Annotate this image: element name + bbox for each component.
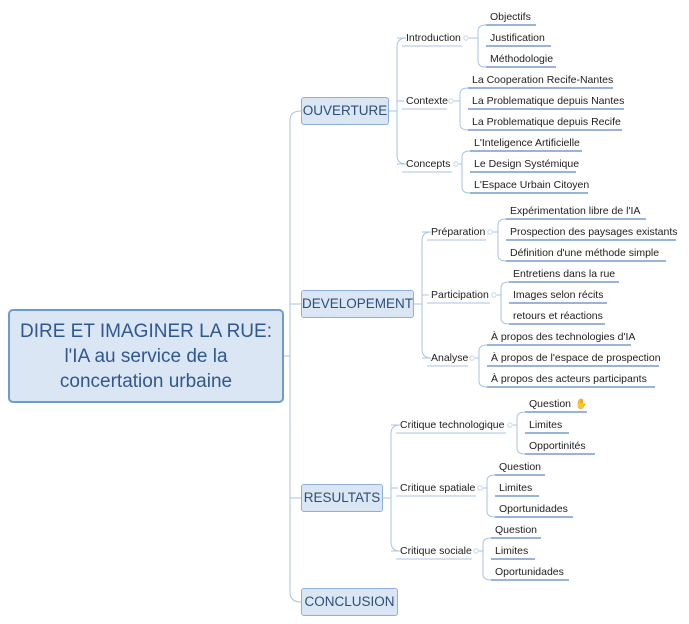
leaf-problematique-nantes[interactable]: La Problematique depuis Nantes <box>472 95 625 107</box>
leaf-prospection[interactable]: Prospection des paysages existants <box>510 226 678 238</box>
leaf-question-sociale[interactable]: Question <box>495 524 538 536</box>
central-title-line-1: DIRE ET IMAGINER LA RUE: <box>20 320 272 342</box>
main-topic-ouverture[interactable]: OUVERTURE <box>301 97 389 125</box>
connector-bracket-0-0 <box>477 24 487 68</box>
leaf-question-tech-label: Question <box>529 398 572 410</box>
collapse-dot-0-2 <box>453 161 459 167</box>
subtopic-critique-spatiale[interactable]: Critique spatiale <box>400 482 476 494</box>
leaf-question-spatiale[interactable]: Question <box>499 461 542 473</box>
connector-bracket-2-0 <box>516 411 526 455</box>
leaf-objectifs[interactable]: Objectifs <box>490 11 531 23</box>
leaf-definition[interactable]: Définition d'une méthode simple <box>510 247 660 259</box>
leaf-apropos-espace[interactable]: À propos de l'espace de prospection <box>491 352 661 364</box>
leaf-oportunidades-sociale[interactable]: Oportunidades <box>495 566 564 578</box>
subtopic-introduction[interactable]: Introduction <box>406 32 461 44</box>
subtopic-critique-technologique[interactable]: Critique technologique <box>400 419 505 431</box>
leaf-inteligence-artificielle[interactable]: L'Inteligence Artificielle <box>474 137 580 149</box>
leaf-question-tech[interactable]: Question✋ <box>529 397 587 412</box>
connector-bracket-1-1 <box>500 281 510 325</box>
leaf-problematique-recife[interactable]: La Problematique depuis Recife <box>472 116 621 128</box>
leaf-experimentation[interactable]: Expérimentation libre de l'IA <box>510 205 641 217</box>
leaf-methodologie[interactable]: Méthodologie <box>490 53 554 65</box>
collapse-dot-2-1 <box>477 485 483 491</box>
main-topic-developement[interactable]: DEVELOPEMENT <box>301 290 414 318</box>
leaf-limites-spatiale[interactable]: Limites <box>499 482 533 494</box>
subtopic-participation[interactable]: Participation <box>431 289 489 301</box>
subtopic-preparation[interactable]: Préparation <box>431 226 486 238</box>
leaf-images-recits[interactable]: Images selon récits <box>513 289 604 301</box>
hand-icon: ✋ <box>575 399 588 410</box>
subtopic-analyse[interactable]: Analyse <box>431 352 469 364</box>
collapse-dot-2-2 <box>473 548 479 554</box>
leaf-limites-tech[interactable]: Limites <box>529 419 563 431</box>
subtopic-critique-sociale[interactable]: Critique sociale <box>400 545 472 557</box>
central-title-line-3: concertation urbaine <box>59 370 233 392</box>
leaf-justification[interactable]: Justification <box>490 32 545 44</box>
leaf-retours[interactable]: retours et réactions <box>513 310 603 322</box>
leaf-cooperation[interactable]: La Cooperation Recife-Nantes <box>472 74 614 86</box>
collapse-dot-0-0 <box>463 35 469 41</box>
central-topic[interactable]: DIRE ET IMAGINER LA RUE: l'IA au service… <box>8 309 284 403</box>
leaf-apropos-acteurs[interactable]: À propos des acteurs participants <box>491 373 647 385</box>
connector-bracket-1-2 <box>478 344 488 388</box>
collapse-dot-1-0 <box>487 229 493 235</box>
subtopic-contexte[interactable]: Contexte <box>406 95 449 107</box>
leaf-oportunidades-spatiale[interactable]: Oportunidades <box>499 503 568 515</box>
collapse-dot-1-2 <box>469 355 475 361</box>
connector-bracket-0-1 <box>459 87 469 131</box>
collapse-dot-2-0 <box>507 422 513 428</box>
collapse-dot-1-1 <box>491 292 497 298</box>
connector-central-spine <box>289 110 302 603</box>
leaf-design-systemique[interactable]: Le Design Systémique <box>474 158 580 170</box>
collapse-dot-0-1 <box>448 98 454 104</box>
connector-central-branches <box>290 303 301 499</box>
main-topic-conclusion[interactable]: CONCLUSION <box>301 588 398 616</box>
main-topic-resultats[interactable]: RESULTATS <box>301 484 383 512</box>
connector-bracket-1-0 <box>497 218 507 262</box>
connector-bracket-2-1 <box>486 474 496 518</box>
subtopic-concepts[interactable]: Concepts <box>406 158 451 170</box>
leaf-espace-urbain[interactable]: L'Espace Urbain Citoyen <box>474 179 590 191</box>
connector-bracket-0-2 <box>461 150 471 194</box>
central-title-line-2: l'IA au service de la <box>64 345 228 367</box>
leaf-apropos-technologies[interactable]: À propos des technologies d'IA <box>491 331 636 343</box>
leaf-opportinites-tech[interactable]: Opportinités <box>529 440 586 452</box>
connector-bracket-2-2 <box>482 537 492 581</box>
leaf-limites-sociale[interactable]: Limites <box>495 545 529 557</box>
leaf-entretiens[interactable]: Entretiens dans la rue <box>513 268 616 280</box>
